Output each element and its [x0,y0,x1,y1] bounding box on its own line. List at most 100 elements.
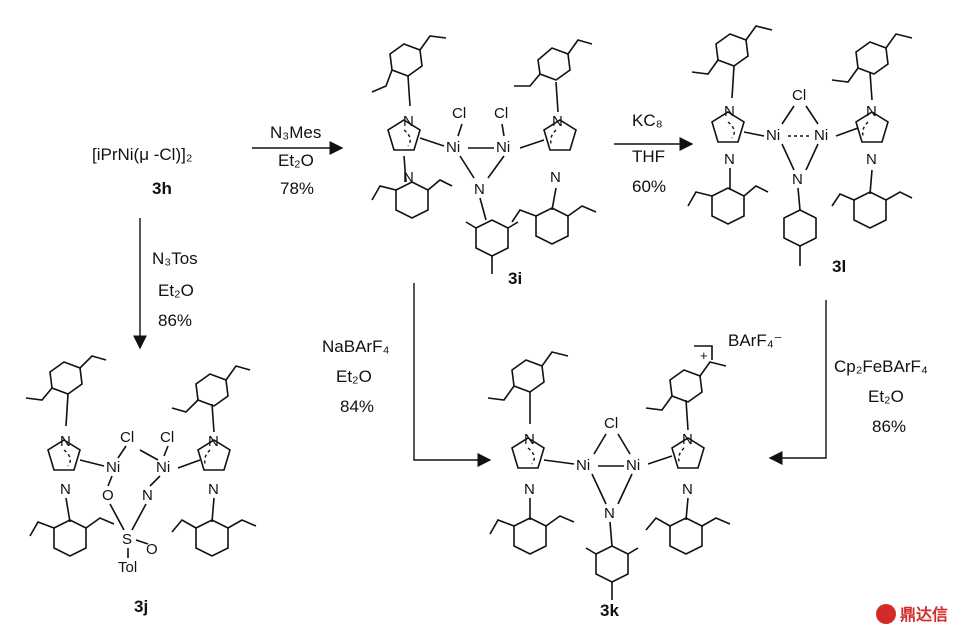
r1-solvent: Et₂O [278,151,314,170]
bond [647,455,673,465]
isopropyl [371,69,393,93]
aryl-ring [855,41,889,75]
aryl-ring [669,369,703,403]
atom-n: N [604,505,615,522]
imidazole-ring [511,437,545,469]
imidazole-ring [855,111,889,143]
compound-3h: [iPrNi(μ -Cl)]₂ 3h [92,145,192,198]
r5-yield: 86% [872,417,906,436]
compound-3k-label: 3k [600,601,619,620]
isopropyl [427,179,453,191]
isopropyl [225,365,251,381]
atom-n: N [524,431,535,448]
bond [479,197,487,221]
compound-3l: N N Ni Ni Cl N N N 3l [687,25,913,276]
watermark-text: 鼎达信 [900,605,948,624]
isopropyl [541,351,569,367]
atom-ni: Ni [576,457,590,474]
isopropyl [701,517,731,527]
imidazole-ring [47,439,81,471]
atom-ni: Ni [106,459,120,476]
aryl-ring [535,207,569,245]
isopropyl [885,191,913,201]
aryl-ring [53,519,87,557]
isopropyl [567,205,597,217]
atom-n: N [866,103,877,120]
r3-solvent: Et₂O [158,281,194,300]
r4-reagent: NaBArF₄ [322,337,389,356]
delocalization [203,449,211,467]
watermark: 鼎达信 [876,604,948,624]
compound-3j: N N Ni Ni Cl Cl O N S O Tol N N [25,355,257,616]
atom-n: N [792,171,803,188]
bond [805,105,819,125]
r1-yield: 78% [280,179,314,198]
atom-n: N [474,181,485,198]
bond [551,187,557,211]
compound-3l-label: 3l [832,257,846,276]
bond [835,127,859,137]
isopropyl [489,519,515,535]
isopropyl [371,185,397,201]
atom-tol: Tol [118,559,137,576]
atom-n: N [208,433,219,450]
atom-n: N [552,113,563,130]
delocalization [549,129,557,147]
r5-solvent: Et₂O [868,387,904,406]
isopropyl [699,361,727,377]
bond [617,473,633,505]
atom-n: N [550,169,561,186]
isopropyl [745,25,773,41]
bond [65,497,71,523]
bond [459,155,475,179]
delocalization [727,121,735,139]
aryl-ring [537,47,571,81]
bond [501,123,505,137]
r1-reagent: N₃Mes [270,123,321,142]
atom-n: N [60,433,71,450]
bond [107,475,113,487]
bond [65,393,69,427]
atom-s: S [122,531,132,548]
atom-ni: Ni [496,139,510,156]
r2-solvent: THF [632,147,665,166]
isopropyl [567,39,593,55]
compound-3k-counterion: BArF₄⁻ [728,331,783,350]
bond [781,105,795,125]
r3-reagent: N₃Tos [152,249,198,268]
isopropyl [545,515,575,527]
reaction-arrow-5: Cp₂FeBArF₄ Et₂O 86% [768,300,928,465]
isopropyl [79,355,107,369]
atom-ni: Ni [626,457,640,474]
aryl-ring [395,181,429,219]
aryl-ring [195,519,229,557]
isopropyl [885,33,913,49]
atom-o: O [102,487,114,504]
isopropyl [687,191,713,207]
bond [507,221,519,229]
atom-ni: Ni [156,459,170,476]
bond [403,155,407,183]
isopropyl [831,193,855,207]
isopropyl [743,185,769,197]
mesityl-ring [783,209,817,247]
aryl-ring [513,517,547,555]
isopropyl [419,35,447,51]
compound-3k: N N Ni Ni Cl N N N + BArF₄⁻ [487,331,783,620]
isopropyl [227,519,257,529]
arrow-3i-to-3k [413,283,492,467]
isopropyl [85,517,115,529]
bond [869,169,873,195]
atom-o: O [146,541,158,558]
atom-n: N [142,487,153,504]
atom-n: N [682,431,693,448]
atom-n: N [60,481,71,498]
delocalization [527,447,535,465]
aryl-ring [853,191,887,229]
isopropyl [29,521,55,537]
atom-cl: Cl [452,105,466,122]
atom-n: N [682,481,693,498]
isopropyl [171,399,199,413]
r4-yield: 84% [340,397,374,416]
